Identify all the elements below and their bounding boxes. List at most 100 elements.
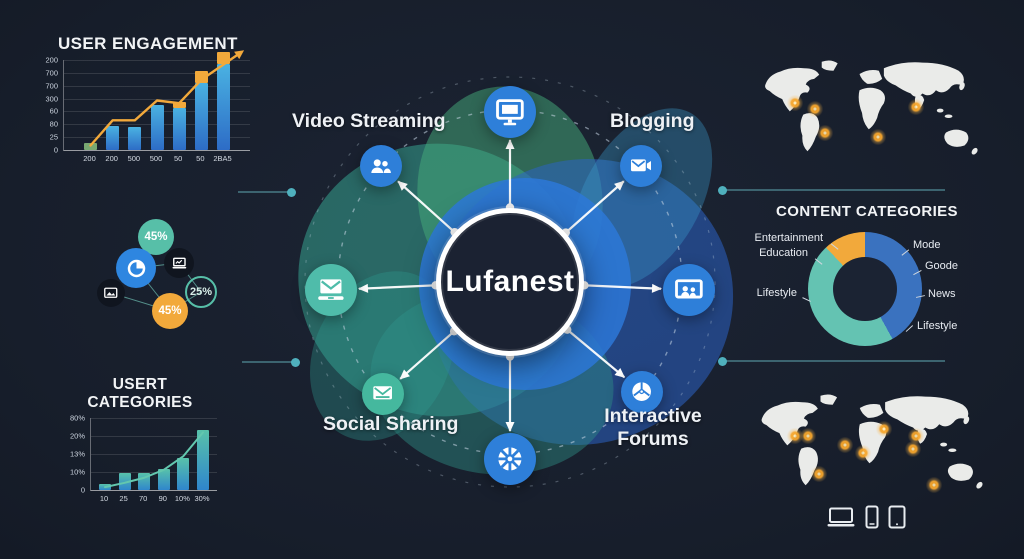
connector-dot [286,187,296,197]
badge-45-orange: 45% [152,293,188,329]
y-tick-label: 25 [49,132,58,142]
device-icons [826,505,906,529]
section-connector-line [238,191,291,193]
image-icon [104,287,118,299]
gridline [91,490,217,491]
bar [177,458,190,490]
pie-bubble [116,248,156,288]
section-connector-line [242,361,295,363]
label-video-streaming: Video Streaming [292,110,446,132]
y-tick-label: 300 [45,94,58,104]
y-tick-label: 0 [53,145,58,155]
donut-label-lifestyle: Lifestyle [917,320,958,332]
y-tick-label: 700 [45,68,58,78]
laptop-icon [172,257,186,269]
x-tick-label: 30% [194,494,210,503]
x-tick-label: 200 [83,154,96,163]
user-engagement-title: USER ENGAGEMENT [58,34,238,53]
plot-area [90,418,217,491]
donut-label-mode: Mode [913,239,941,251]
world-map-graphic [761,394,983,489]
mail-video-icon [631,159,652,172]
badge-45-orange-label: 45% [158,305,182,317]
connector-dot [290,357,300,367]
y-tick-label: 700 [45,81,58,91]
bar [197,430,209,490]
gridline [91,418,217,419]
mail-laptop-node [305,264,357,316]
x-tick-label: 70 [139,494,148,503]
mail-video-node [620,145,662,187]
bar [150,105,164,150]
section-connector-line [722,189,945,191]
hub-title: Lufanest [445,265,575,298]
label-interactive-forums: Interactive Forums [604,405,702,450]
bar [138,472,151,490]
pie-icon [127,259,145,277]
donut-label-news: News [928,288,956,300]
content-donut-chart [808,232,922,346]
badge-25-outline-label: 25% [189,286,213,298]
y-tick-label: 200 [45,55,58,65]
map-hotspot-dot [816,123,835,142]
content-categories-title: CONTENT CATEGORIES [776,203,958,220]
x-tick-label: 90 [158,494,167,503]
plot-area [63,50,250,151]
badge-45-teal: 45% [138,219,174,255]
map-hotspot-dot [835,435,854,454]
y-tick-label: 0 [80,485,85,495]
screen-users-icon [675,279,703,299]
badge-45-teal-label: 45% [144,231,168,243]
map-hotspot-dot [854,444,873,463]
bar-cap [217,51,230,64]
y-axis: 80%20%13%10%0 [60,414,90,495]
bar [99,483,111,490]
x-tick-label: 200 [105,154,118,163]
y-tick-label: 60 [49,106,58,116]
map-hotspot-dot [806,100,824,119]
laptop-icon [827,507,855,527]
bar [194,82,208,150]
connector-dot [717,185,727,195]
badge-25-outline: 25% [185,276,217,308]
bar-cap [172,102,186,108]
conference-node [663,264,715,316]
donut-hole [833,257,897,321]
map-hotspot-dot [904,440,923,459]
wheel-node [484,433,536,485]
donut-label-goode: Goode [925,260,959,272]
label-blogging: Blogging [610,110,695,132]
globe-icon [632,382,652,402]
donut-label-education: Education [759,247,808,259]
user-categories-title: USERT CATEGORIES [87,376,193,411]
bar [84,142,97,150]
map-hotspot-dot [925,475,944,494]
hub-circle: Lufanest [436,208,584,356]
x-tick-label: 50 [196,154,205,163]
x-tick-label: 500 [149,154,163,163]
map-hotspot-dot [875,419,894,438]
bar [217,63,230,150]
mail-icon [373,386,393,400]
y-tick-label: 20% [69,431,85,441]
engagement-bubbles: 45% 45% 25% [90,212,220,337]
smartphone-icon [865,505,879,529]
mail-laptop-icon [318,279,344,300]
bar [128,126,142,150]
tablet-icon [888,505,906,529]
y-tick-label: 13% [69,449,85,459]
x-tick-label: 2BA5 [213,154,232,163]
y-tick-label: 10% [69,467,85,477]
globe-node [621,371,663,413]
image-bubble [97,279,125,307]
bar [172,107,186,150]
bar [106,125,120,150]
bar-cap [194,70,208,83]
donut-label-entertainment: Entertainment [754,232,823,244]
